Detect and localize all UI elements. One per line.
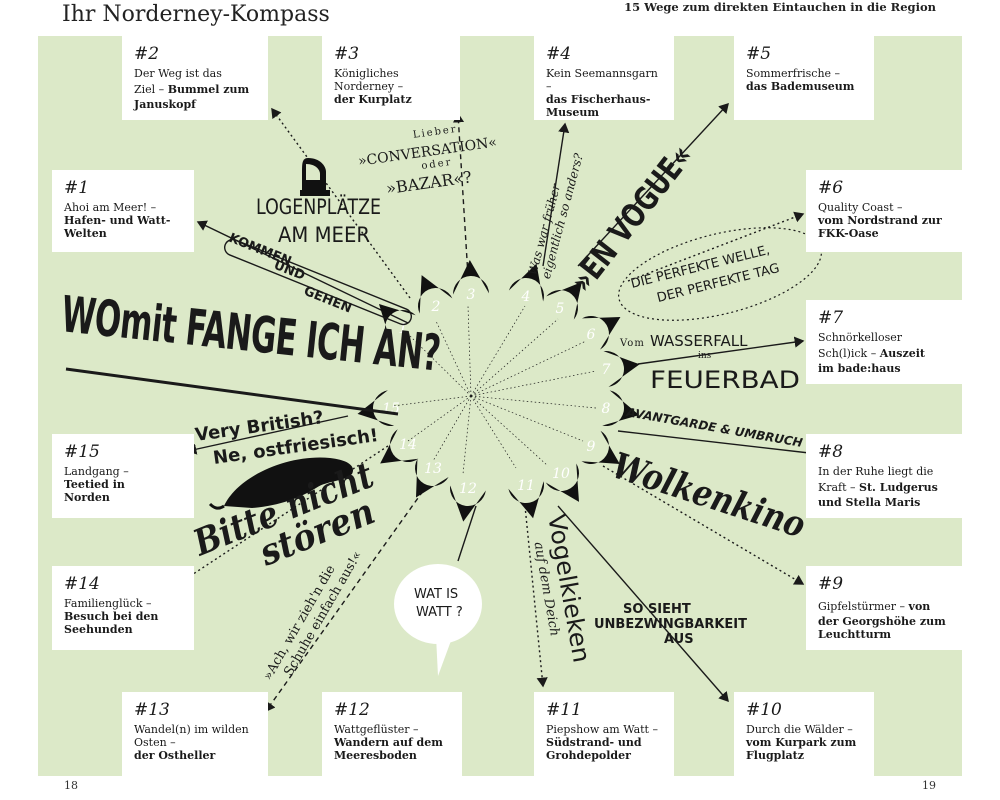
box-number: #2 <box>134 44 160 64</box>
drop-number: 6 <box>587 327 596 343</box>
drop-number: 8 <box>602 401 611 417</box>
box-number: #14 <box>64 574 100 594</box>
page-subtitle: 15 Wege zum direkten Eintauchen in die R… <box>624 0 936 14</box>
label-wat-is: WAT IS <box>414 587 458 602</box>
drop-number: 5 <box>556 301 565 317</box>
drop-number: 14 <box>399 437 417 453</box>
destination-box-12[interactable]: #12 Wattgeflüster – Wandern auf dem Meer… <box>322 692 462 776</box>
destination-box-2[interactable]: #2 Der Weg ist das Ziel – Bummel zum Jan… <box>122 36 268 120</box>
box-number: #1 <box>64 178 90 198</box>
box-number: #12 <box>334 700 370 720</box>
drop-number: 12 <box>459 481 477 497</box>
label-wasserfall: WASSERFALL <box>650 332 748 350</box>
label-lieber: Lieber <box>412 124 458 141</box>
page-title: Ihr Norderney-Kompass <box>62 2 330 27</box>
label-logenplaetze: LOGENPLÄTZE <box>256 194 381 219</box>
label-vom: Vom <box>619 338 645 349</box>
page-number-right: 19 <box>922 779 936 792</box>
destination-box-5[interactable]: #5 Sommerfrische – das Bademuseum <box>734 36 874 120</box>
compass-illustration: 1 2 3 4 5 6 7 8 9 10 11 12 13 14 15 WOmi… <box>59 102 822 713</box>
connector-lines <box>176 102 820 713</box>
label-am-meer: AM MEER <box>278 223 370 247</box>
beach-chair-icon <box>300 158 330 196</box>
label-bazar: »BAZAR«? <box>385 167 473 198</box>
seal-icon <box>208 457 354 510</box>
label-ins: ins <box>698 351 712 361</box>
destination-box-3[interactable]: #3 Königliches Norderney – der Kurplatz <box>322 36 460 120</box>
destination-box-10[interactable]: #10 Durch die Wälder – vom Kurpark zum F… <box>734 692 874 776</box>
drop-number: 13 <box>424 461 442 477</box>
destination-box-6[interactable]: #6 Quality Coast – vom Nordstrand zur FK… <box>806 170 962 252</box>
label-oder: oder <box>421 157 453 172</box>
label-wolkenkino: Wolkenkino <box>607 445 810 547</box>
destination-box-15[interactable]: #15 Landgang – Teetied in Norden <box>52 434 194 518</box>
destination-box-9[interactable]: #9 Gipfelstürmer – von der Georgshöhe zu… <box>806 566 962 650</box>
destination-box-8[interactable]: #8 In der Ruhe liegt die Kraft – St. Lud… <box>806 434 962 518</box>
drop-number: 3 <box>467 287 476 303</box>
destination-box-1[interactable]: #1 Ahoi am Meer! – Hafen- und Watt- Welt… <box>52 170 194 252</box>
destination-box-7[interactable]: #7 Schnörkelloser Sch(l)ick – Auszeit im… <box>806 300 962 384</box>
destination-box-4[interactable]: #4 Kein Seemannsgarn – das Fischerhaus- … <box>534 36 674 120</box>
box-number: #7 <box>818 308 844 328</box>
label-avantgarde: AVANTGARDE & UMBRUCH <box>624 405 803 450</box>
destination-box-11[interactable]: #11 Piepshow am Watt – Südstrand- und Gr… <box>534 692 674 776</box>
label-aus: AUS <box>664 632 694 647</box>
drop-number: 2 <box>431 299 441 315</box>
box-number: #3 <box>334 44 360 64</box>
drop-number: 11 <box>517 478 535 494</box>
drop-number: 10 <box>552 466 570 482</box>
label-watt: WATT ? <box>416 605 463 620</box>
box-number: #6 <box>818 178 844 198</box>
speech-bubble: WAT IS WATT ? <box>394 564 482 676</box>
box-number: #8 <box>818 442 844 462</box>
page-number-left: 18 <box>64 779 78 792</box>
box-number: #9 <box>818 574 844 594</box>
drop-number: 1 <box>399 321 408 337</box>
box-number: #10 <box>746 700 782 720</box>
box-number: #4 <box>546 44 572 64</box>
label-so-sieht: SO SIEHT <box>623 602 691 617</box>
destination-box-14[interactable]: #14 Familienglück – Besuch bei den Seehu… <box>52 566 194 650</box>
compass-panel: 1 2 3 4 5 6 7 8 9 10 11 12 13 14 15 WOmi… <box>38 36 962 776</box>
drop-number: 9 <box>587 439 596 455</box>
label-unbezwingbarkeit: UNBEZWINGBARKEIT <box>594 617 747 632</box>
compass-drops <box>357 260 640 522</box>
box-number: #15 <box>64 442 100 462</box>
box-number: #5 <box>746 44 772 64</box>
destination-box-13[interactable]: #13 Wandel(n) im wilden Osten – der Osth… <box>122 692 268 776</box>
label-feuerbad: FEUERBAD <box>650 366 800 394</box>
drop-number: 4 <box>521 289 531 305</box>
drop-number: 7 <box>602 362 611 378</box>
box-number: #13 <box>134 700 170 720</box>
box-number: #11 <box>546 700 582 720</box>
